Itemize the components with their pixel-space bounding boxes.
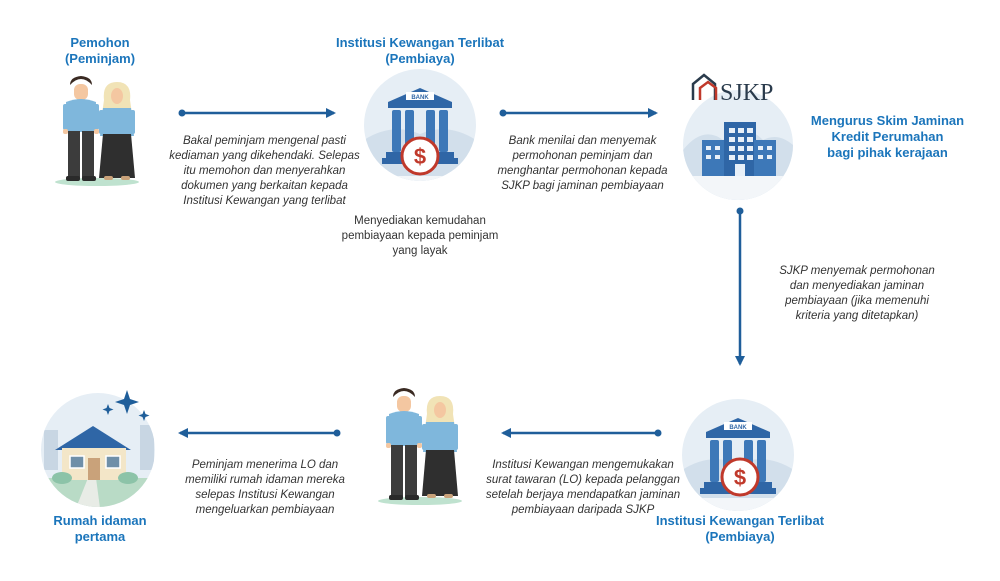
svg-text:$: $ bbox=[734, 465, 746, 490]
arrow-applicant-to-bank bbox=[178, 108, 336, 118]
sjkp-illustration bbox=[683, 90, 793, 200]
bank-sign: BANK bbox=[411, 95, 429, 101]
arrow-bank-to-applicant bbox=[501, 428, 662, 438]
arrow-applicant-to-home bbox=[178, 428, 341, 438]
step3-description: SJKP menyemak permohonan dan menyediakan… bbox=[779, 265, 935, 322]
woman-figure bbox=[422, 396, 458, 498]
applicant-couple-illustration bbox=[55, 76, 139, 186]
home-title: Rumah idaman pertama bbox=[53, 513, 147, 544]
sjkp-logo: SJKP bbox=[691, 73, 773, 106]
svg-text:$: $ bbox=[414, 144, 426, 169]
man-figure bbox=[386, 388, 422, 500]
step4-description: Institusi Kewangan mengemukakan surat ta… bbox=[485, 459, 681, 516]
bank-top-title: Institusi Kewangan Terlibat (Pembiaya) bbox=[335, 35, 505, 66]
arrow-sjkp-to-bank bbox=[735, 207, 745, 366]
bank-top-illustration: BANK $ bbox=[364, 69, 476, 181]
bank-note: Menyediakan kemudahan pembiayaan kepada … bbox=[341, 215, 499, 257]
step5-description: Peminjam menerima LO dan memiliki rumah … bbox=[185, 459, 345, 516]
man-figure bbox=[63, 76, 99, 181]
woman-figure bbox=[99, 82, 135, 180]
bank-sign: BANK bbox=[729, 425, 747, 431]
sjkp-logo-text: SJKP bbox=[720, 80, 773, 106]
sparkle-icon bbox=[102, 390, 150, 421]
dream-home-illustration bbox=[41, 393, 155, 507]
sjkp-title: Mengurus Skim Jaminan Kredit Perumahan b… bbox=[810, 113, 965, 160]
dollar-coin-icon bbox=[720, 457, 760, 497]
applicant-couple-illustration-bottom bbox=[378, 388, 462, 505]
step1-description: Bakal peminjam mengenal pasti kediaman y… bbox=[169, 135, 360, 207]
applicant-title: Pemohon (Peminjam) bbox=[64, 35, 136, 66]
bank-bottom-title: Institusi Kewangan Terlibat (Pembiaya) bbox=[655, 513, 825, 544]
bank-bottom-illustration: BANK $ bbox=[682, 399, 794, 511]
dollar-coin-icon bbox=[400, 136, 440, 176]
arrow-bank-to-sjkp bbox=[499, 108, 658, 118]
step2-description: Bank menilai dan menyemak permohonan pem… bbox=[497, 135, 668, 192]
